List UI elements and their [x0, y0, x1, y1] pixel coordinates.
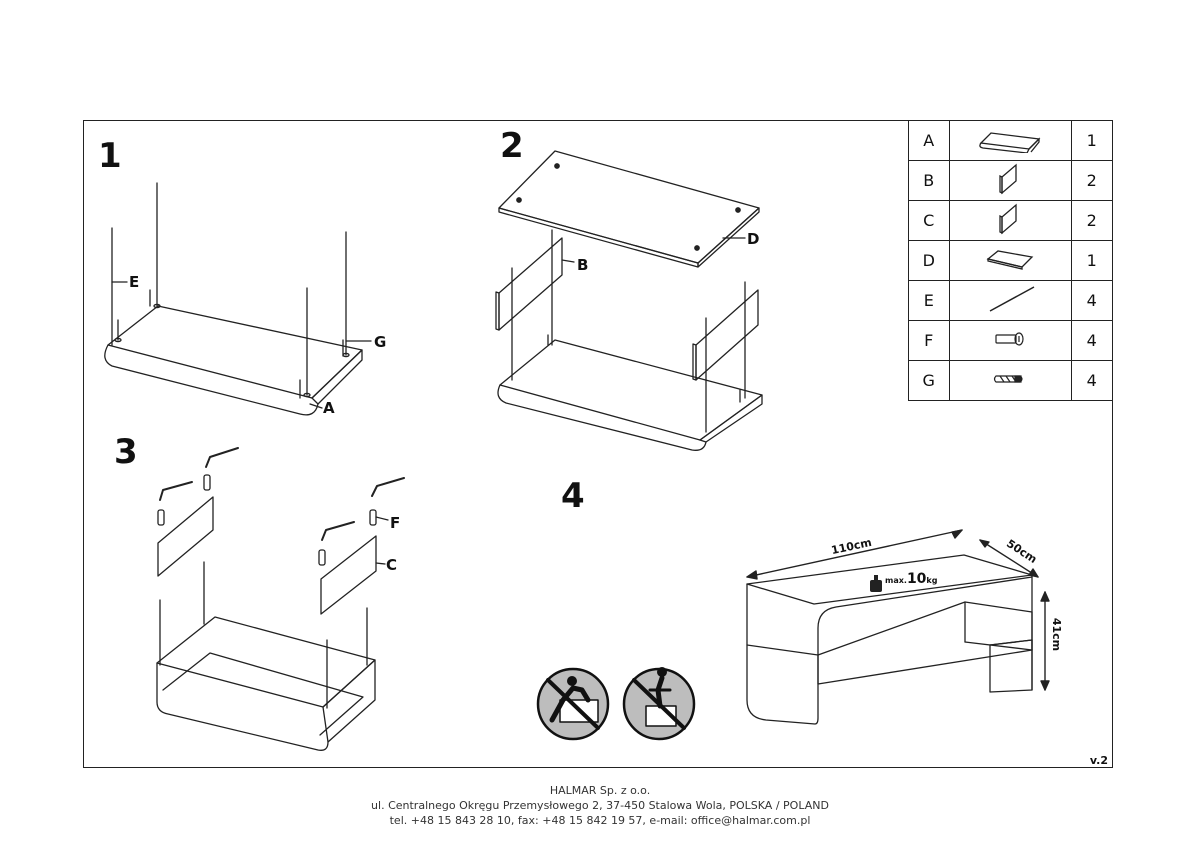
step1-frame-top — [107, 305, 363, 399]
parts-list-table: A 1 B 2 C 2 D — [908, 120, 1114, 401]
side-panel-icon — [999, 163, 1017, 194]
part-letter: F — [908, 320, 950, 361]
side-panel-icon — [999, 203, 1017, 234]
step-number: 4 — [561, 476, 585, 516]
step2-base — [499, 339, 763, 441]
part-label: G — [374, 333, 387, 351]
part-qty: 1 — [1070, 120, 1114, 161]
no-standing-icon — [622, 667, 696, 741]
part-letter: D — [908, 240, 950, 281]
dimension-lines — [746, 529, 1050, 691]
part-letter: C — [908, 200, 950, 241]
step-number: 1 — [98, 136, 122, 176]
dowel-icon — [993, 374, 1023, 383]
part-label: A — [323, 399, 335, 417]
parts-row: E 4 — [908, 280, 1114, 321]
part-letter: G — [908, 360, 950, 401]
part-qty: 4 — [1070, 360, 1114, 401]
step3-drawing — [156, 447, 405, 751]
instruction-frame — [83, 120, 1113, 768]
step3-panel-left — [157, 496, 214, 577]
top-frame-icon — [979, 131, 1041, 154]
parts-row: G 4 — [908, 360, 1114, 401]
part-label: C — [386, 556, 398, 574]
parts-row: B 2 — [908, 160, 1114, 201]
part-label: D — [747, 230, 760, 248]
step2-panel-right — [695, 289, 759, 381]
parts-row: C 2 — [908, 200, 1114, 241]
step3-base-top — [156, 616, 376, 708]
glass-top-icon — [986, 249, 1034, 270]
part-letter: B — [908, 160, 950, 201]
rod-icon — [989, 285, 1035, 312]
parts-row: F 4 — [908, 320, 1114, 361]
part-label: E — [129, 273, 140, 291]
no-climbing-icon — [536, 667, 610, 741]
part-qty: 1 — [1070, 240, 1114, 281]
part-letter: A — [908, 120, 950, 161]
company-name: HALMAR Sp. z o.o. — [549, 784, 651, 797]
step-number: 3 — [114, 432, 138, 472]
part-qty: 4 — [1070, 280, 1114, 321]
max-load-label: max.10kg — [885, 571, 938, 587]
step4-drawing — [746, 529, 1050, 725]
part-label: B — [577, 256, 589, 274]
table-shelf — [817, 601, 1033, 685]
parts-row: D 1 — [908, 240, 1114, 281]
version-label: v.2 — [1089, 754, 1108, 767]
company-address: ul. Centralnego Okręgu Przemysłowego 2, … — [371, 799, 829, 812]
height-dimension: 41cm — [1050, 617, 1064, 652]
step3-bolts — [157, 474, 389, 566]
bolt-icon — [995, 331, 1024, 346]
step-number: 2 — [500, 126, 524, 166]
step1-drawing — [104, 182, 372, 416]
step3-panel-c — [320, 535, 377, 615]
step3-allen-keys — [159, 447, 405, 541]
step2-drawing — [495, 150, 763, 451]
step2-glass-top — [498, 150, 760, 264]
part-label: F — [390, 514, 401, 532]
company-footer: HALMAR Sp. z o.o. ul. Centralnego Okręgu… — [0, 783, 1200, 828]
company-contact: tel. +48 15 843 28 10, fax: +48 15 842 1… — [389, 814, 811, 827]
parts-row: A 1 — [908, 120, 1114, 161]
step1-frame-lip — [104, 344, 319, 416]
part-qty: 4 — [1070, 320, 1114, 361]
part-qty: 2 — [1070, 200, 1114, 241]
part-letter: E — [908, 280, 950, 321]
weight-icon — [870, 575, 882, 592]
part-qty: 2 — [1070, 160, 1114, 201]
